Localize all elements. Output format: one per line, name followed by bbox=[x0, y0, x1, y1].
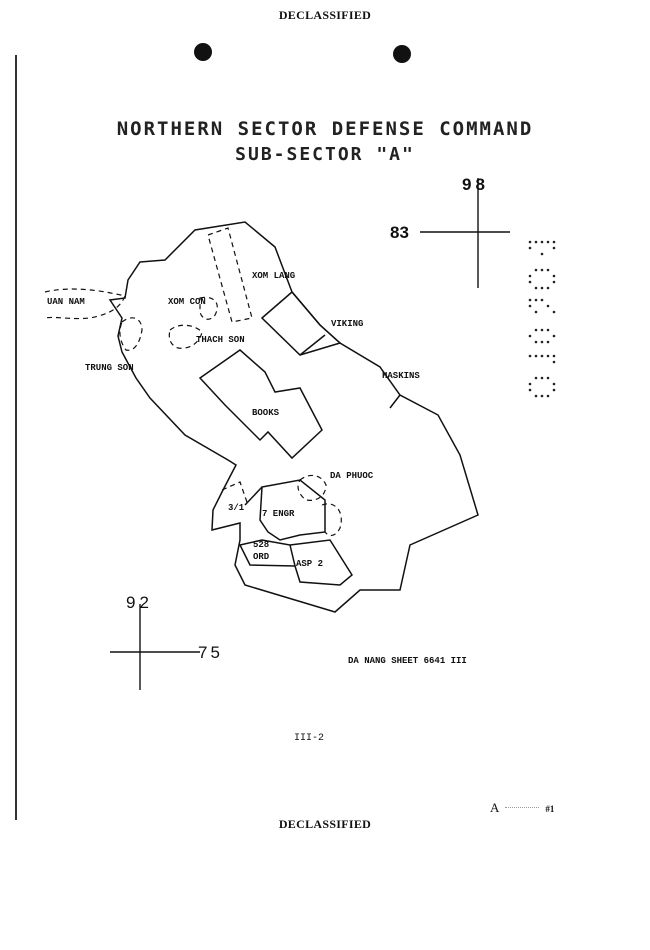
map-title: NORTHERN SECTOR DEFENSE COMMAND bbox=[116, 118, 534, 140]
label-528: 528 bbox=[253, 540, 269, 550]
label-thach-son: THACH SON bbox=[196, 335, 245, 345]
xom-con-dashed bbox=[199, 296, 218, 320]
annex-letter: A bbox=[490, 800, 500, 815]
unit31-dashed bbox=[221, 481, 249, 506]
label-trung-son: TRUNG SON bbox=[85, 363, 134, 373]
top-classification-marking: DECLASSIFIED bbox=[278, 8, 372, 22]
ord-area bbox=[238, 539, 296, 567]
da-phuoc-dashed bbox=[297, 474, 327, 501]
haskins-edge bbox=[389, 394, 401, 409]
engr-area bbox=[259, 479, 326, 541]
books-area bbox=[198, 349, 323, 460]
label-viking: VIKING bbox=[331, 319, 363, 329]
annex-number: #1 bbox=[545, 804, 555, 814]
label-asp-2: ASP 2 bbox=[296, 559, 323, 569]
grid-top-northing: 83 bbox=[390, 223, 409, 242]
label-ord: ORD bbox=[253, 552, 270, 562]
thach-son-dashed bbox=[168, 324, 203, 349]
left-margin-line bbox=[15, 55, 17, 820]
label-da-phuoc: DA PHUOC bbox=[330, 471, 374, 481]
label-7-engr: 7 ENGR bbox=[262, 509, 295, 519]
label-unit-3-1: 3/1 bbox=[228, 503, 245, 513]
unit31-edge bbox=[244, 486, 263, 506]
grid-bottom-easting: 92 bbox=[126, 593, 153, 612]
label-uan-nam: UAN NAM bbox=[47, 297, 85, 307]
uan-nam-dashed bbox=[44, 288, 126, 320]
asp-area bbox=[289, 539, 353, 586]
bottom-classification-marking: DECLASSIFIED bbox=[278, 817, 372, 831]
page-number: III-2 bbox=[294, 733, 325, 744]
label-haskins: HASKINS bbox=[382, 371, 420, 381]
map-subtitle: SUB-SECTOR "A" bbox=[235, 144, 415, 165]
dotted-stamp-number bbox=[528, 240, 556, 398]
engr-dashed bbox=[321, 503, 342, 537]
haskins-divider bbox=[299, 334, 326, 356]
viking-area bbox=[260, 290, 342, 356]
trung-son-dashed bbox=[119, 317, 143, 351]
punch-hole-right bbox=[393, 45, 411, 63]
grid-bottom-northing: 75 bbox=[198, 643, 223, 662]
label-xom-con: XOM CON bbox=[168, 297, 206, 307]
xom-lang-dashed bbox=[207, 227, 253, 323]
label-xom-lang: XOM LANG bbox=[252, 271, 295, 281]
punch-hole-left bbox=[194, 43, 212, 61]
map-sheet-reference: DA NANG SHEET 6641 III bbox=[348, 656, 467, 666]
grid-top-easting: 98 bbox=[462, 175, 489, 194]
annex-faint-text bbox=[505, 806, 540, 812]
label-books: BOOKS bbox=[252, 408, 280, 418]
annex-mark: A #1 bbox=[490, 800, 554, 816]
